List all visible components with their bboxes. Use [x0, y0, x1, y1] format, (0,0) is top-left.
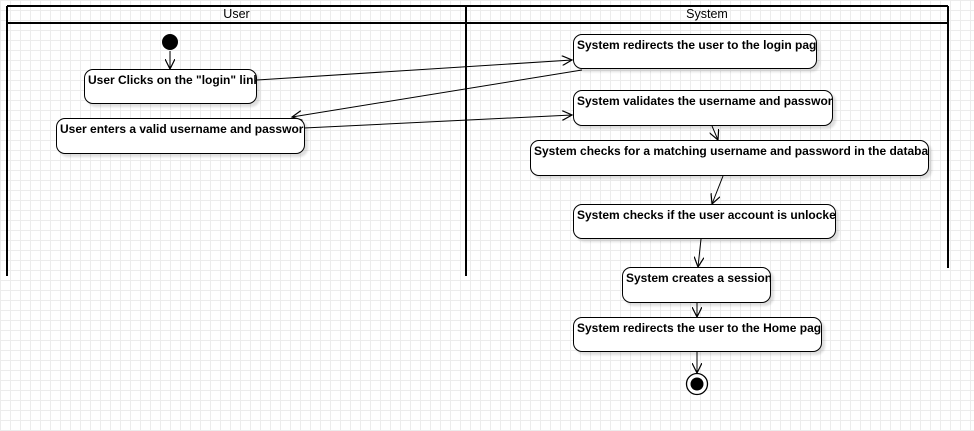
flow-redirect-login-to-enter-credentials	[292, 69, 583, 117]
action-redirect-login: System redirects the user to the login p…	[573, 34, 817, 69]
action-enter-credentials: User enters a valid username and passwor…	[56, 118, 305, 154]
flow-validate-to-check-database	[712, 125, 718, 140]
action-validate-credentials: System validates the username and passwo…	[573, 90, 833, 126]
start-node	[162, 34, 178, 50]
action-check-unlocked: System checks if the user account is unl…	[573, 204, 836, 239]
lane-title-system: System	[686, 7, 728, 21]
end-node	[685, 372, 709, 396]
flow-check-unlocked-to-create-session	[698, 238, 701, 267]
action-check-database: System checks for a matching username an…	[530, 140, 929, 176]
flow-click-login-to-redirect-login	[256, 60, 572, 81]
lane-title-user: User	[223, 7, 250, 21]
action-redirect-home: System redirects the user to the Home pa…	[573, 317, 822, 352]
flow-check-database-to-check-unlocked	[712, 175, 724, 204]
action-click-login: User Clicks on the "login" link	[84, 69, 257, 104]
flow-enter-credentials-to-validate	[303, 115, 572, 129]
swimlanes	[6, 5, 949, 276]
action-create-session: System creates a session	[622, 267, 771, 303]
